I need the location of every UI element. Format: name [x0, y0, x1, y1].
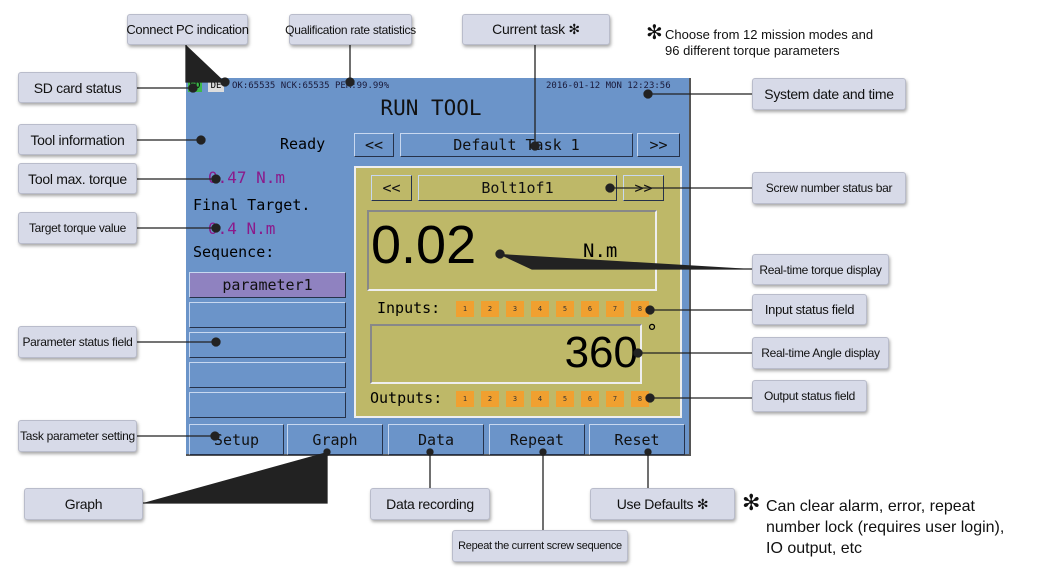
note-star-icon: ✻: [742, 490, 761, 515]
reset-button[interactable]: Reset: [589, 424, 685, 455]
annotation-realtime-angle: Real-time Angle display: [752, 337, 889, 369]
annotation-tool-max-torque: Tool max. torque: [18, 163, 137, 194]
note-bottom: Can clear alarm, error, repeat number lo…: [766, 496, 1004, 559]
parameter-slot[interactable]: [189, 362, 346, 388]
sequence-label: Sequence:: [193, 243, 275, 261]
annotation-data-recording: Data recording: [370, 488, 490, 520]
note-top-line: 96 different torque parameters: [665, 43, 840, 58]
note-star-icon: ✻: [646, 22, 663, 44]
outputs-label: Outputs:: [370, 389, 443, 407]
prev-bolt-button[interactable]: <<: [371, 175, 412, 201]
input-indicator: 6: [581, 301, 599, 317]
parameter-slot[interactable]: [189, 302, 346, 328]
input-indicator: 3: [506, 301, 524, 317]
input-indicator: 4: [531, 301, 549, 317]
output-indicator: 7: [606, 391, 624, 407]
graph-button[interactable]: Graph: [287, 424, 383, 455]
setup-button[interactable]: Setup: [189, 424, 284, 455]
annotation-output-status: Output status field: [752, 380, 867, 412]
annotation-sd-card: SD card status: [18, 72, 137, 103]
input-indicator: 8: [631, 301, 649, 317]
annotation-tool-info: Tool information: [18, 124, 137, 155]
next-task-button[interactable]: >>: [637, 133, 680, 157]
output-indicator: 5: [556, 391, 574, 407]
input-indicator: 5: [556, 301, 574, 317]
angle-display: 360: [370, 324, 642, 384]
sd-card-indicator: SD: [188, 81, 202, 92]
angle-unit: °: [646, 320, 659, 344]
repeat-button[interactable]: Repeat: [489, 424, 585, 455]
target-torque: 0.4 N.m: [208, 219, 276, 238]
data-button[interactable]: Data: [388, 424, 484, 455]
annotation-use-defaults: Use Defaults ✻: [590, 488, 735, 520]
inputs-label: Inputs:: [377, 299, 441, 317]
torque-unit: N.m: [583, 240, 618, 262]
bolt-status: Bolt1of1: [418, 175, 617, 201]
note-bottom-line: IO output, etc: [766, 540, 863, 557]
annotation-input-status: Input status field: [752, 294, 867, 325]
note-top-line: Choose from 12 mission modes and: [665, 27, 874, 42]
torque-display: 0.02 N.m: [367, 210, 657, 291]
annotation-target-torque: Target torque value: [18, 212, 137, 244]
annotation-screw-status: Screw number status bar: [752, 172, 906, 204]
annotation-current-task: Current task ✻: [462, 14, 610, 45]
torque-value: 0.02: [371, 215, 477, 275]
annotation-graph: Graph: [24, 488, 143, 520]
output-indicator: 4: [531, 391, 549, 407]
system-datetime: 2016-01-12 MON 12:23:56: [546, 81, 671, 91]
annotation-parameter-status: Parameter status field: [18, 326, 137, 358]
annotation-connect-pc: Connect PC indication: [126, 14, 249, 45]
tool-screen: SD DE OK:65535 NCK:65535 PER:99.99% 2016…: [186, 78, 691, 456]
annotation-repeat-seq: Repeat the current screw sequence: [452, 530, 628, 562]
pc-connection-indicator: DE: [208, 81, 224, 92]
parameter-slot[interactable]: parameter1: [189, 272, 346, 298]
parameter-slot[interactable]: [189, 332, 346, 358]
output-indicator: 8: [631, 391, 649, 407]
output-indicator: 3: [506, 391, 524, 407]
input-indicator: 2: [481, 301, 499, 317]
output-indicator: 1: [456, 391, 474, 407]
note-bottom-line: Can clear alarm, error, repeat: [766, 498, 975, 515]
parameter-slot[interactable]: [189, 392, 346, 418]
input-indicator: 7: [606, 301, 624, 317]
input-indicator: 1: [456, 301, 474, 317]
output-indicator: 2: [481, 391, 499, 407]
next-bolt-button[interactable]: >>: [623, 175, 664, 201]
angle-value: 360: [564, 328, 638, 377]
note-bottom-line: number lock (requires user login),: [766, 519, 1005, 536]
annotation-system-datetime: System date and time: [752, 78, 906, 110]
annotation-realtime-torque: Real-time torque display: [752, 254, 889, 285]
annotation-task-param: Task parameter setting: [18, 420, 137, 452]
page-title: RUN TOOL: [380, 96, 482, 120]
note-top: Choose from 12 mission modes and 96 diff…: [665, 27, 873, 59]
output-indicator: 6: [581, 391, 599, 407]
current-task-button[interactable]: Default Task 1: [400, 133, 633, 157]
tool-status: Ready: [280, 135, 326, 153]
prev-task-button[interactable]: <<: [354, 133, 394, 157]
final-target-label: Final Target.: [193, 196, 311, 214]
qualification-stats: OK:65535 NCK:65535 PER:99.99%: [232, 81, 390, 91]
tool-max-torque: 0.47 N.m: [208, 168, 286, 187]
annotation-qualification: Qualification rate statistics: [285, 14, 416, 45]
